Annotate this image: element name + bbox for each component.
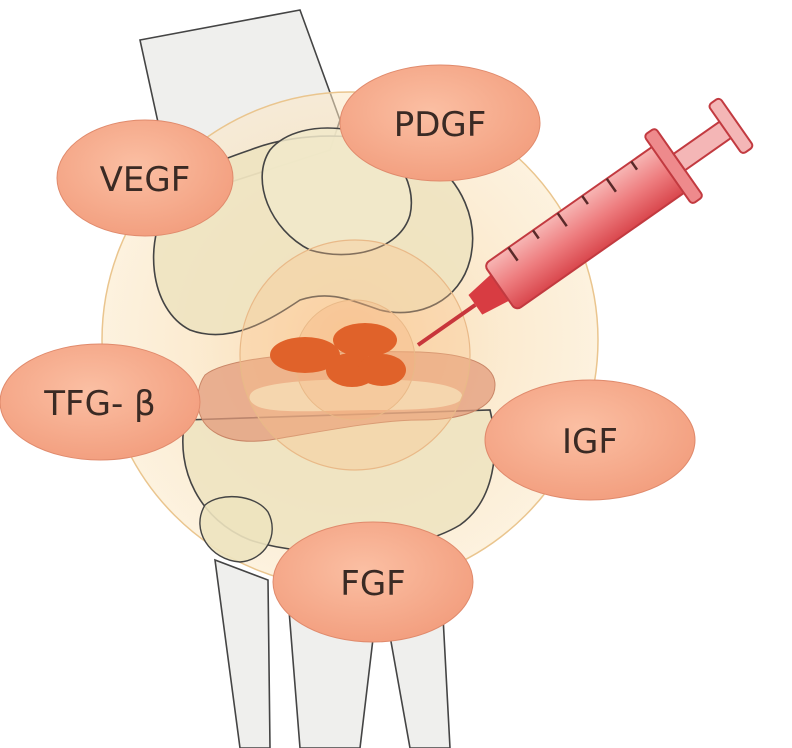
- platelet-cluster: [270, 323, 406, 387]
- growth-factor-pdgf: PDGF: [339, 64, 541, 182]
- growth-factor-tfg-beta: TFG- β: [0, 343, 201, 461]
- fgf-label: FGF: [340, 564, 405, 604]
- tfg-beta-label: TFG- β: [43, 384, 155, 424]
- growth-factor-fgf: FGF: [272, 521, 474, 643]
- pdgf-label: PDGF: [394, 105, 487, 145]
- growth-factor-vegf: VEGF: [56, 119, 234, 237]
- platelet-cell: [270, 337, 340, 373]
- platelet-cell: [358, 354, 406, 386]
- igf-label: IGF: [562, 422, 618, 462]
- growth-factor-igf: IGF: [484, 379, 696, 501]
- platelet-cell: [333, 323, 397, 357]
- syringe-icon: [416, 97, 754, 347]
- tibia-head: [182, 409, 496, 563]
- vegf-label: VEGF: [100, 160, 191, 200]
